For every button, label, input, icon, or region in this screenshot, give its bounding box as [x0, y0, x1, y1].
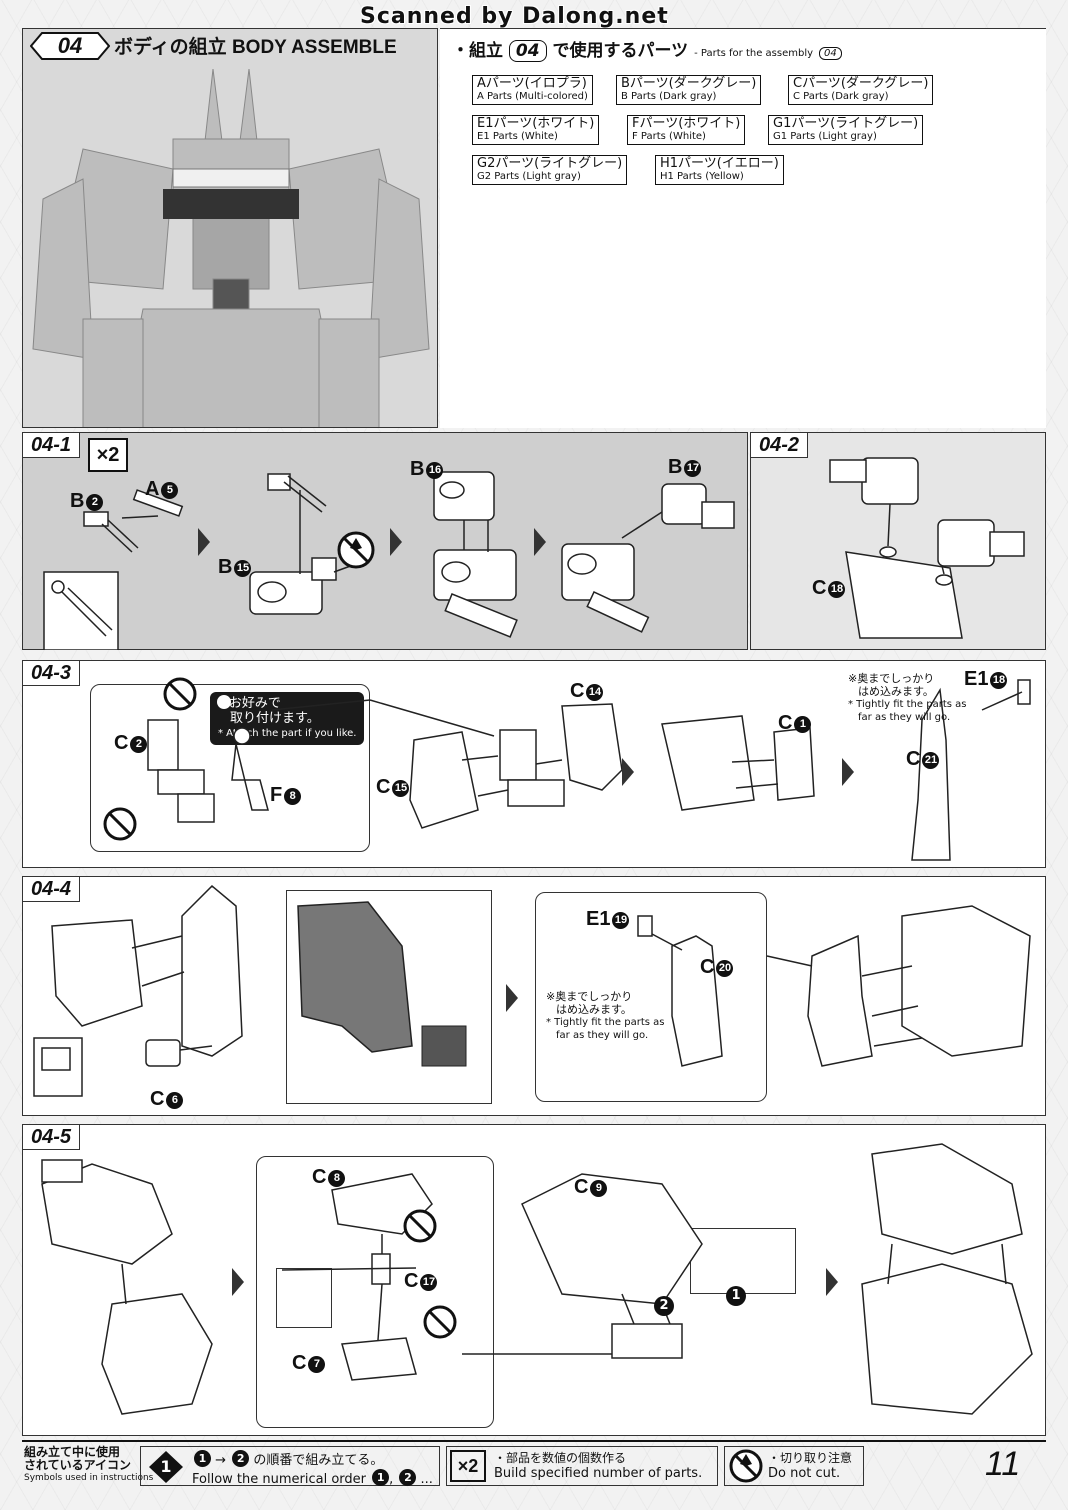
legend-nocut-text: ・切り取り注意 Do not cut.: [768, 1451, 853, 1481]
no-cut-legend-icon: [729, 1449, 763, 1483]
step-badge-shape: [30, 32, 110, 60]
chevron-arrow-8: [826, 1268, 838, 1296]
part-tag-g1: G1パーツ(ライトグレー) G1 Parts (Light gray): [768, 115, 924, 145]
step-label-04-4: 04-4: [22, 876, 81, 902]
step-04-3-diagram: [103, 677, 1031, 861]
scan-watermark: Scanned by Dalong.net: [360, 4, 669, 29]
no-cut-icon: [337, 531, 375, 569]
parts-step-ref-small: 04: [818, 47, 842, 60]
title-jp: ボディの組立: [114, 36, 227, 58]
part-tag-e1: E1パーツ(ホワイト) E1 Parts (White): [472, 115, 600, 145]
section-title-bar: 04 ボディの組立 BODY ASSEMBLE: [22, 28, 438, 62]
parts-label-en: - Parts for the assembly: [694, 48, 814, 59]
no-cut-icon: [423, 1305, 457, 1339]
legend-nocut-item: [724, 1446, 864, 1486]
step-04-5-diagram: [41, 1143, 1033, 1415]
chevron-arrow-4: [622, 758, 634, 786]
parts-header: ・組立 04 で使用するパーツ - Parts for the assembly…: [452, 36, 842, 62]
step-number: 04: [57, 33, 83, 58]
part-tag-b: Bパーツ(ダークグレー) B Parts (Dark gray): [616, 75, 762, 105]
step-04-4-diagram: [33, 884, 1031, 1097]
part-tag-f: Fパーツ(ホワイト) F Parts (White): [627, 115, 746, 145]
warning-icon: [217, 695, 231, 709]
part-tag-c: Cパーツ(ダークグレー) C Parts (Dark gray): [788, 75, 934, 105]
step-label-04-3: 04-3: [22, 660, 81, 686]
multiplier-badge: ×2: [88, 438, 128, 472]
step-label-04-2: 04-2: [750, 432, 809, 458]
step-label-04-1: 04-1: [22, 432, 81, 458]
fit-note-04-3: ※奥までしっかり はめ込みます。 * Tightly fit the parts…: [848, 672, 967, 723]
parts-bullet: ・組立: [452, 41, 503, 61]
title-en: BODY ASSEMBLE: [231, 37, 397, 58]
part-tag-a: Aパーツ(イロプラ) A Parts (Multi-colored): [472, 75, 593, 105]
legend-bar: [22, 1440, 1046, 1488]
no-cut-icon: [403, 1209, 437, 1243]
parts-step-ref: 04: [508, 40, 547, 62]
no-cut-icon: [103, 807, 137, 841]
small-detail-inset: [276, 1268, 332, 1328]
legend-title: 組み立て中に使用 されているアイコン Symbols used in instr…: [24, 1445, 154, 1484]
chevron-arrow-2: [390, 528, 402, 556]
order-legend-icon: [149, 1451, 183, 1483]
legend-order-item: [140, 1446, 440, 1486]
part-tag-h1: H1パーツ(イエロー) H1 Parts (Yellow): [655, 155, 784, 185]
step-label-04-5: 04-5: [22, 1124, 81, 1150]
part-tag-g2: G2パーツ(ライトグレー) G2 Parts (Light gray): [472, 155, 628, 185]
chevron-arrow-3: [534, 528, 546, 556]
order-legend-number: 1: [160, 1457, 172, 1476]
chevron-arrow-1: [198, 528, 210, 556]
robot-body-illustration: [32, 68, 430, 427]
robot-photo: [22, 28, 438, 428]
chevron-arrow-5: [842, 758, 854, 786]
legend-multiplier-item: [446, 1446, 718, 1486]
legend-multiplier-text: ・部品を数値の個数作る Build specified number of pa…: [494, 1451, 703, 1481]
section-title: ボディの組立 BODY ASSEMBLE: [114, 32, 397, 59]
order-marker-1: 1: [724, 1286, 746, 1306]
no-cut-icon: [163, 677, 197, 711]
chevron-arrow-7: [232, 1268, 244, 1296]
step-04-2-diagram: [829, 457, 1025, 639]
order-marker-2: 2: [652, 1296, 674, 1316]
step-04-1-diagram: [43, 471, 735, 650]
multiplier-legend-icon: ×2: [450, 1450, 486, 1482]
fit-note-04-4: ※奥までしっかり はめ込みます。 * Tightly fit the parts…: [546, 990, 665, 1041]
legend-order-text: 1 → 2 の順番で組み立てる。 Follow the numerical or…: [192, 1450, 433, 1487]
page-number: 11: [985, 1445, 1021, 1483]
parts-label-jp: で使用するパーツ: [552, 41, 689, 61]
chevron-arrow-6: [506, 984, 518, 1012]
